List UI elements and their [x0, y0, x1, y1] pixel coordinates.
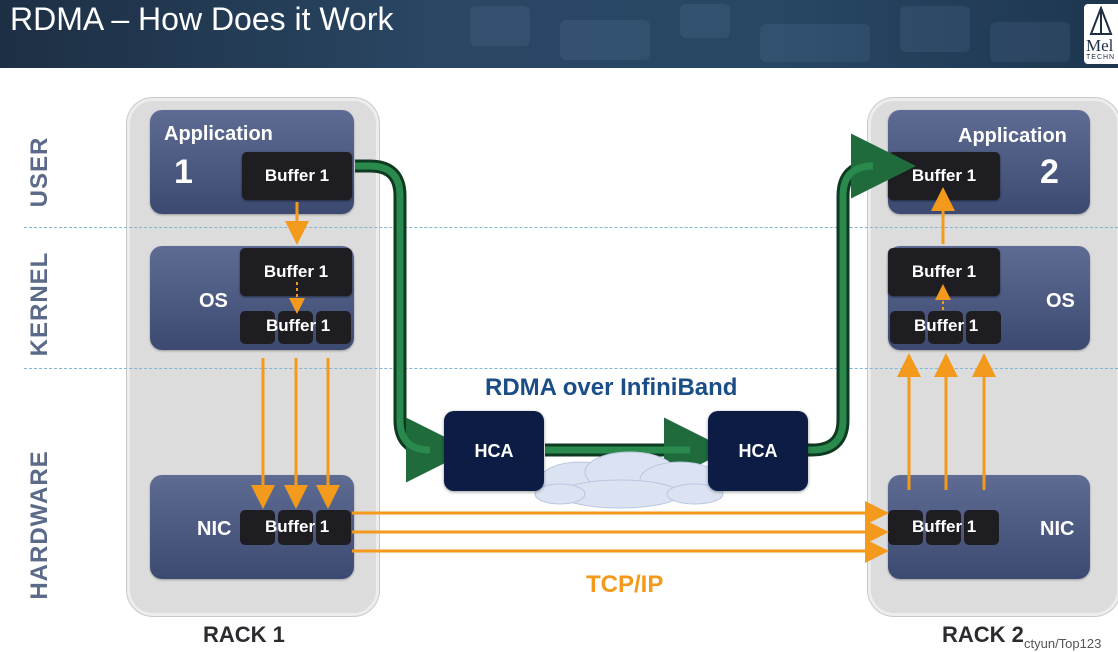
logo-text: Mel: [1086, 36, 1114, 55]
header-decoration: [990, 22, 1070, 62]
rack-2-hca: HCA: [708, 411, 808, 491]
rack-1-kernel-buffer-split-label: Buffer 1: [266, 316, 331, 335]
rack-1-application-label: Application: [164, 123, 273, 145]
rdma-path-rack1-to-hca: [355, 159, 471, 483]
header-decoration: [760, 24, 870, 62]
logo-subtext: TECHN: [1086, 54, 1116, 61]
network-cloud: [534, 451, 724, 509]
rack-1-label: RACK 1: [203, 622, 285, 647]
rack-2-nic-label: NIC: [1040, 518, 1075, 540]
rack-2-kernel-buffer-split-label: Buffer 1: [914, 316, 979, 335]
company-logo: Mel TECHN: [1084, 4, 1118, 64]
rack-1-kernel-buffer-segment: [240, 311, 275, 344]
rack-2-nic-buffer-label: Buffer 1: [912, 517, 977, 536]
logo-icon: [1089, 6, 1113, 35]
kernel-hardware-separator: [24, 368, 1118, 369]
rack-2-kernel-buffer-segment: [966, 311, 1001, 344]
rack-1-nic-buffer-segment: [316, 510, 351, 545]
header-decoration: [560, 20, 650, 60]
rack-1-kernel-buffer-segment: [316, 311, 351, 344]
user-kernel-separator: [24, 227, 1118, 228]
header-decoration: [680, 4, 730, 38]
rack-1-user-buffer: Buffer 1: [242, 152, 352, 200]
rack-2-nic-buffer-segment: [888, 510, 923, 545]
rack-2-application-label: Application: [958, 125, 1067, 147]
rack-2-os-label: OS: [1046, 290, 1075, 312]
rack-1-application-number: 1: [174, 153, 193, 191]
rack-2-nic-buffer-segment: [964, 510, 999, 545]
rack-1-os-label: OS: [199, 290, 228, 312]
rdma-over-infiniband-label: RDMA over InfiniBand: [485, 374, 738, 401]
tcp-ip-label: TCP/IP: [586, 571, 664, 598]
header-decoration: [470, 6, 530, 46]
source-credit: ctyun/Top123: [1024, 636, 1102, 651]
rack-2-label: RACK 2: [942, 622, 1024, 647]
header-decoration: [900, 6, 970, 52]
rack-1-nic-label: NIC: [197, 518, 232, 540]
rack-2-nic-buffer-segment: [926, 510, 961, 545]
rack-1-kernel-buffer-segment: [278, 311, 313, 344]
rack-1-nic-buffer-segment: [278, 510, 313, 545]
rack-2-application-number: 2: [1040, 153, 1059, 191]
rack-2-kernel-buffer-segment: [890, 311, 925, 344]
rack-2-kernel-buffer-segment: [928, 311, 963, 344]
rack-1-nic-buffer-label: Buffer 1: [265, 517, 330, 536]
rack-1-hca: HCA: [444, 411, 544, 491]
title-bar: RDMA – How Does it Work Mel TECHN: [0, 0, 1118, 68]
rack-1-nic-buffer-segment: [240, 510, 275, 545]
page-title: RDMA – How Does it Work: [10, 1, 394, 37]
